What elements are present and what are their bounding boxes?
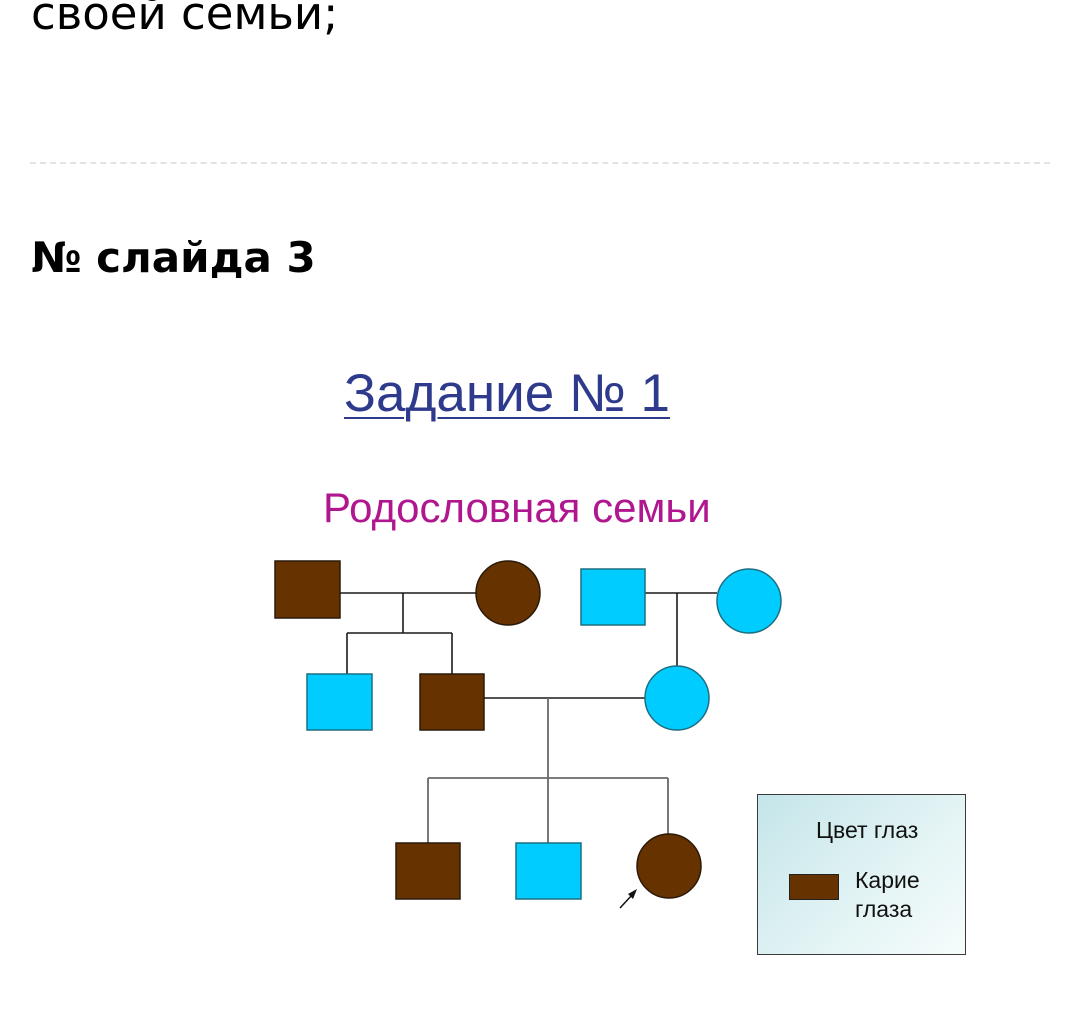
gen3-male-brown-square bbox=[395, 842, 461, 900]
slide-number-heading: № слайда 3 bbox=[31, 233, 316, 282]
legend-title: Цвет глаз bbox=[816, 817, 919, 843]
legend-label: Карие глаза bbox=[855, 867, 920, 922]
gen1-male-blue-square bbox=[580, 568, 646, 626]
gen2-male-blue-square bbox=[306, 673, 373, 731]
pedigree-lines bbox=[340, 592, 717, 699]
gen3-male-blue-square bbox=[515, 842, 582, 900]
pedigree-lines-children bbox=[427, 698, 669, 843]
proband-arrow-icon bbox=[619, 889, 637, 909]
gen1-female-brown-circle bbox=[475, 560, 541, 626]
legend-box: Цвет глаз Карие глаза bbox=[757, 794, 966, 955]
legend-brown-swatch bbox=[789, 874, 839, 900]
gen3-female-brown-circle-proband bbox=[636, 833, 702, 899]
gen1-male-brown-square bbox=[274, 560, 341, 619]
previous-list-item-text: своей семьи; bbox=[31, 0, 339, 40]
gen1-female-blue-circle bbox=[716, 568, 782, 634]
gen2-male-brown-square bbox=[419, 673, 485, 731]
task-title: Задание № 1 bbox=[344, 364, 671, 423]
gen2-female-blue-circle bbox=[644, 665, 710, 731]
pedigree-title: Родословная семьи bbox=[323, 484, 711, 531]
section-divider bbox=[30, 162, 1050, 164]
